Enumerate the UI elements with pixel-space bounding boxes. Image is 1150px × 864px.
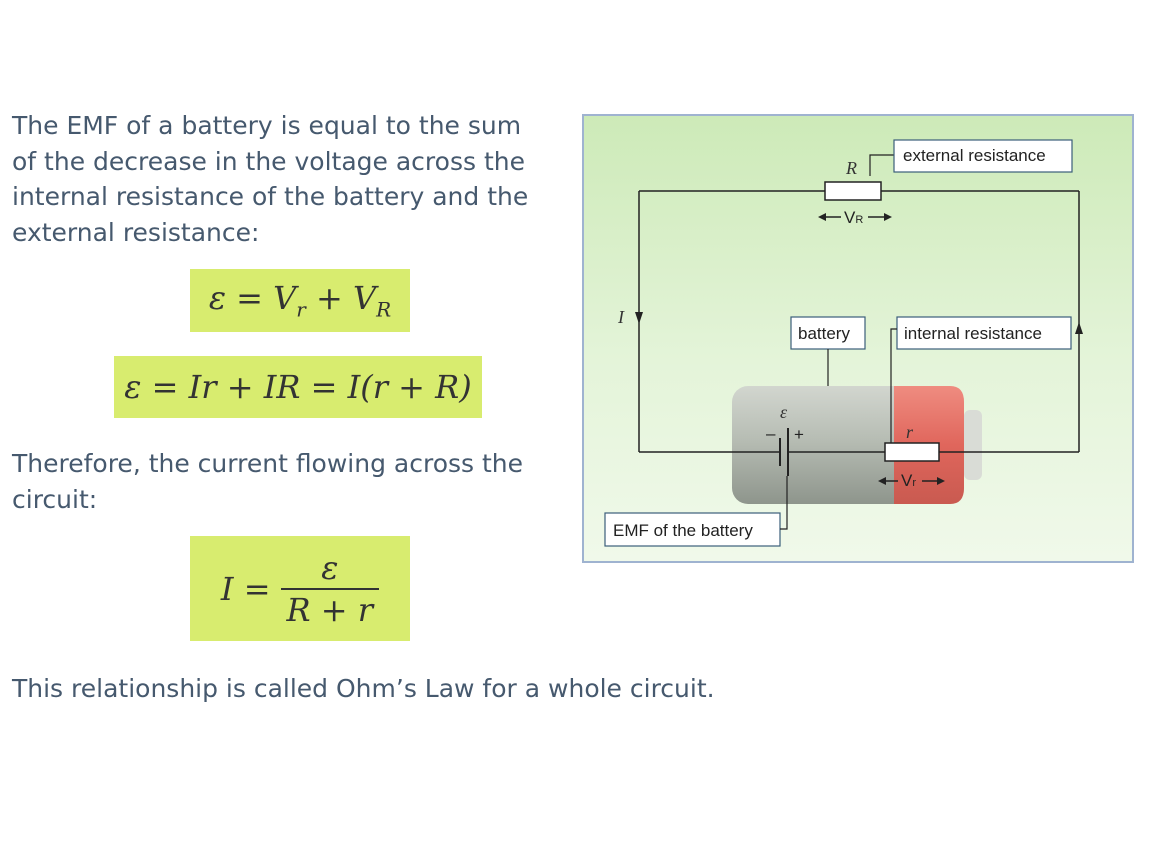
- current-arrow-up-icon: [1075, 322, 1083, 334]
- internal-resistance-connector: [890, 328, 897, 443]
- r-symbol: r: [906, 422, 914, 442]
- emf-symbol: ε: [780, 402, 788, 422]
- Vr-arrow-right-icon: [937, 477, 945, 485]
- VR-arrow-left-icon: [818, 213, 826, 221]
- internal-resistance-label: internal resistance: [904, 324, 1042, 343]
- external-resistance-label: external resistance: [903, 146, 1046, 165]
- R-symbol: R: [845, 158, 857, 178]
- formula-numerator: ε: [321, 548, 339, 587]
- minus-sign: –: [766, 424, 776, 443]
- formula-lhs: I =: [220, 569, 271, 608]
- external-resistance-label-box: [893, 139, 1073, 173]
- formula-fraction: ε R + r: [280, 548, 380, 630]
- emf-label-box: [604, 512, 781, 547]
- cell-symbol: [779, 428, 789, 476]
- plus-sign: +: [794, 425, 804, 444]
- emf-label: EMF of the battery: [613, 521, 753, 540]
- conclusion-paragraph: This relationship is called Ohm’s Law fo…: [12, 674, 715, 703]
- formula-emf-voltage-sum: ε = Vr + VR: [190, 269, 410, 332]
- battery-label-box: [790, 316, 866, 350]
- formula-ohms-law: I = ε R + r: [190, 536, 410, 641]
- intro-paragraph: The EMF of a battery is equal to the sum…: [12, 111, 529, 247]
- external-resistor: [824, 181, 882, 201]
- external-resistance-connector: [869, 154, 894, 176]
- current-arrow-down-icon: [635, 312, 643, 324]
- VR-arrow-right-icon: [884, 213, 892, 221]
- battery-label: battery: [798, 324, 850, 343]
- therefore-paragraph: Therefore, the current flowing across th…: [12, 449, 524, 514]
- internal-resistance-label-box: [896, 316, 1072, 350]
- circuit-diagram: – + ε I R VR Vr r ex: [582, 114, 1134, 563]
- current-symbol: I: [617, 307, 625, 327]
- internal-resistor: [884, 442, 940, 462]
- Vr-label: Vr: [901, 471, 916, 490]
- VR-label: VR: [844, 208, 863, 227]
- emf-label-connector: [780, 476, 788, 530]
- formula-denominator: R + r: [280, 587, 380, 630]
- Vr-arrow-left-icon: [878, 477, 886, 485]
- formula-emf-current: ε = Ir + IR = I(r + R): [114, 356, 482, 418]
- battery-body: [732, 386, 982, 504]
